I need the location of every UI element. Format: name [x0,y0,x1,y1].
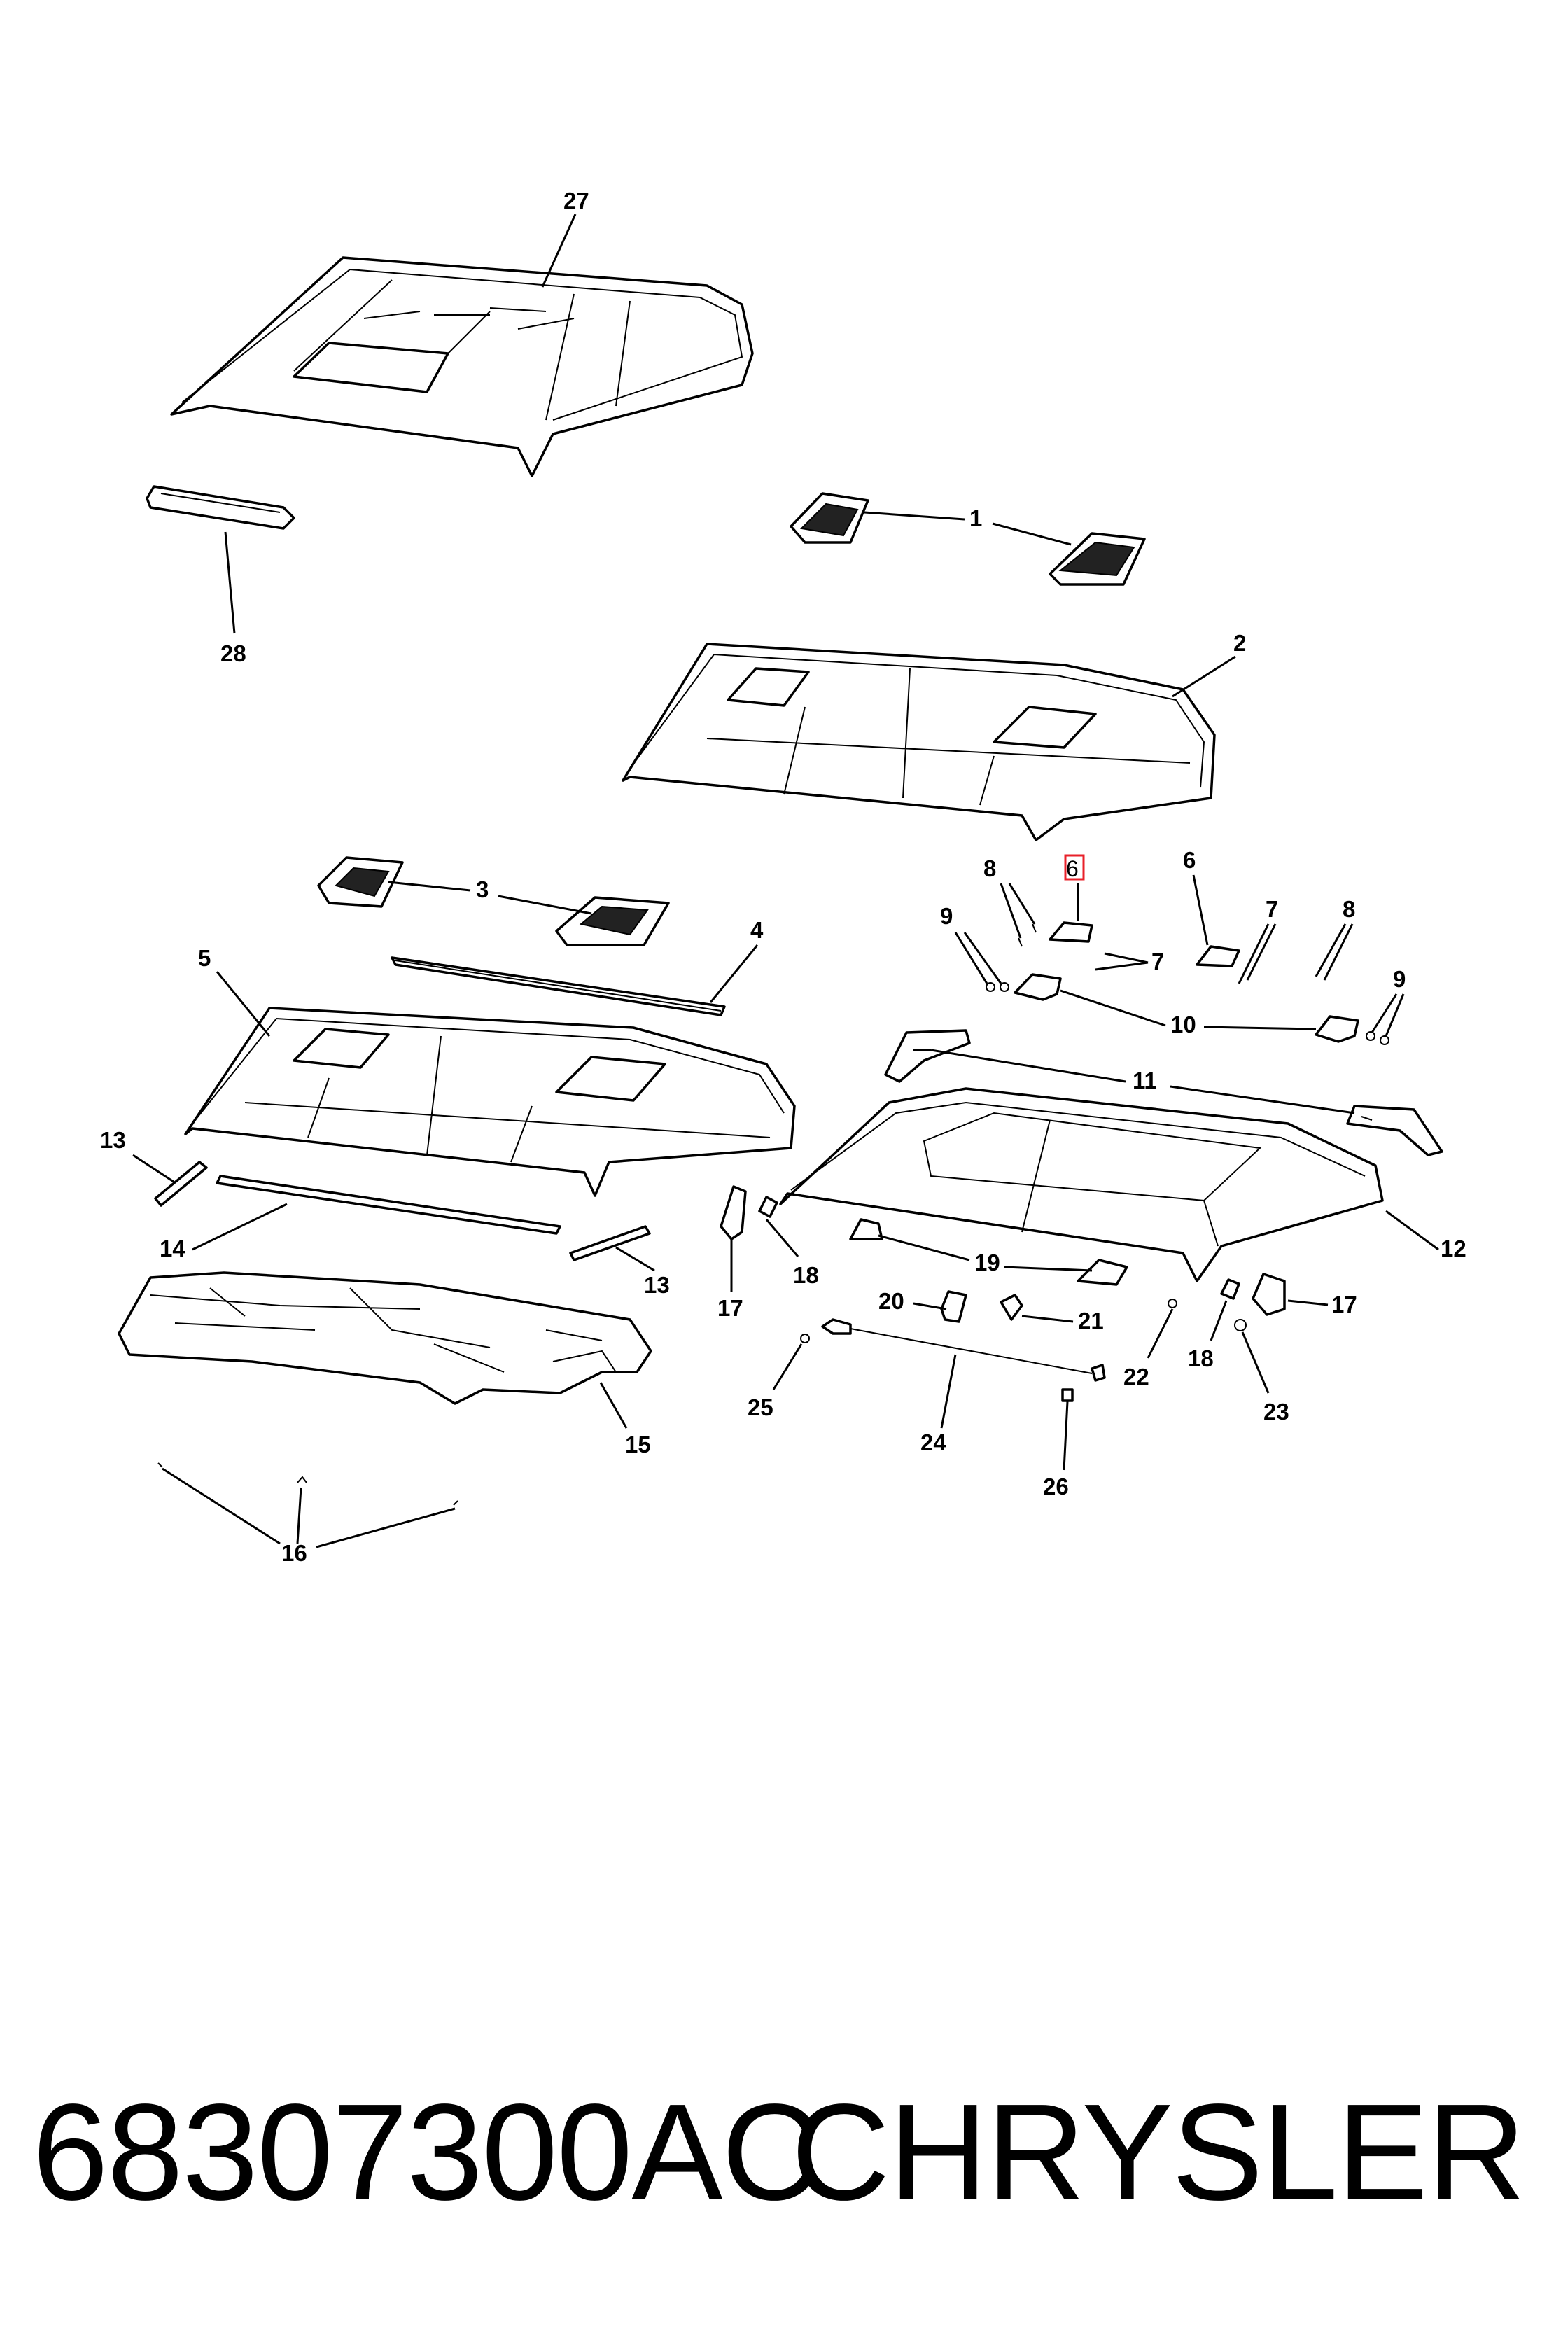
callout-8-right: 8 [1343,896,1355,922]
callout-18-right: 18 [1188,1345,1214,1371]
callout-6-highlight-box [1064,854,1085,881]
part-5-headliner [184,1007,796,1197]
part-20-latch [940,1290,967,1323]
part-18-clip-right [1220,1278,1240,1300]
callout-5: 5 [198,945,211,971]
callout-23: 23 [1264,1399,1289,1424]
part-15-insulation-pad [118,1271,652,1405]
part-10-hinge-left [1014,973,1062,1001]
part-25-end-fitting [800,1334,810,1343]
part-3-vent-left [317,856,404,908]
callout-10: 10 [1170,1011,1196,1037]
part-27-hardtop-panel [170,256,754,477]
callout-17-left: 17 [718,1295,743,1321]
callout-13-left: 13 [100,1127,126,1153]
part-11-rail-left [884,1029,971,1083]
part-23-grommet [1234,1319,1247,1331]
callout-7-lower: 7 [1152,948,1164,974]
callout-6-highlighted: 6 [1066,856,1079,881]
part-13-clip-left [154,1161,208,1207]
part-14-trim-strip [216,1175,561,1235]
part-1-vent-left [790,492,869,544]
callout-9-left: 9 [940,903,953,929]
callout-9-right: 9 [1393,966,1406,992]
callout-12: 12 [1441,1236,1466,1261]
part-10-hinge-right [1315,1015,1359,1043]
part-6-bracket-right [1196,945,1240,967]
part-11-rail-right [1346,1105,1443,1156]
callout-28: 28 [220,640,246,666]
callout-2: 2 [1233,630,1246,656]
part-6-bracket-left [1049,921,1093,943]
part-22-nut [1168,1298,1177,1308]
callout-19: 19 [974,1250,1000,1275]
callout-15: 15 [625,1432,651,1457]
part-21-clip [1000,1294,1023,1321]
callout-17-right: 17 [1331,1292,1357,1317]
part-12-rear-headliner [779,1087,1384,1282]
callout-6-right: 6 [1183,847,1196,873]
part-4-weatherstrip [391,956,726,1016]
callout-7-upper: 7 [1266,896,1278,922]
callout-18-left: 18 [793,1262,819,1288]
part-1-vent-right [1049,532,1146,586]
callout-24: 24 [920,1429,946,1455]
callout-3: 3 [476,876,489,902]
part-18-clip-left [758,1196,778,1218]
part-28-bracket [146,485,295,530]
callout-13-right: 13 [644,1272,670,1298]
part-17-latch-right [1252,1273,1286,1316]
part-2-roof-panel [622,643,1216,841]
callout-14: 14 [160,1236,186,1261]
callout-4: 4 [750,917,764,943]
callout-11: 11 [1133,1068,1157,1093]
callout-20: 20 [878,1288,904,1314]
callout-25: 25 [748,1394,774,1420]
part-13-clip-right [569,1225,651,1261]
part-17-latch-left [720,1185,747,1240]
callout-27: 27 [564,188,589,214]
part-number: 68307300AC [32,2076,820,2229]
part-16-pins [158,1462,458,1506]
callout-1: 1 [969,505,982,531]
part-26-plug [1061,1388,1074,1402]
part-3-vent-right [555,896,670,946]
exploded-parts-diagram: 27 28 1 2 3 4 [100,188,1466,1566]
callout-21: 21 [1078,1308,1104,1334]
brand-name: CHRYSLER [791,2076,1526,2229]
callout-16: 16 [281,1540,307,1566]
part-24-cable [821,1318,1106,1382]
part-19-bracket-right [1077,1259,1128,1286]
callout-26: 26 [1043,1474,1069,1499]
callout-8-left: 8 [983,855,996,881]
callout-22: 22 [1124,1364,1149,1390]
part-19-bracket-left [849,1218,883,1240]
